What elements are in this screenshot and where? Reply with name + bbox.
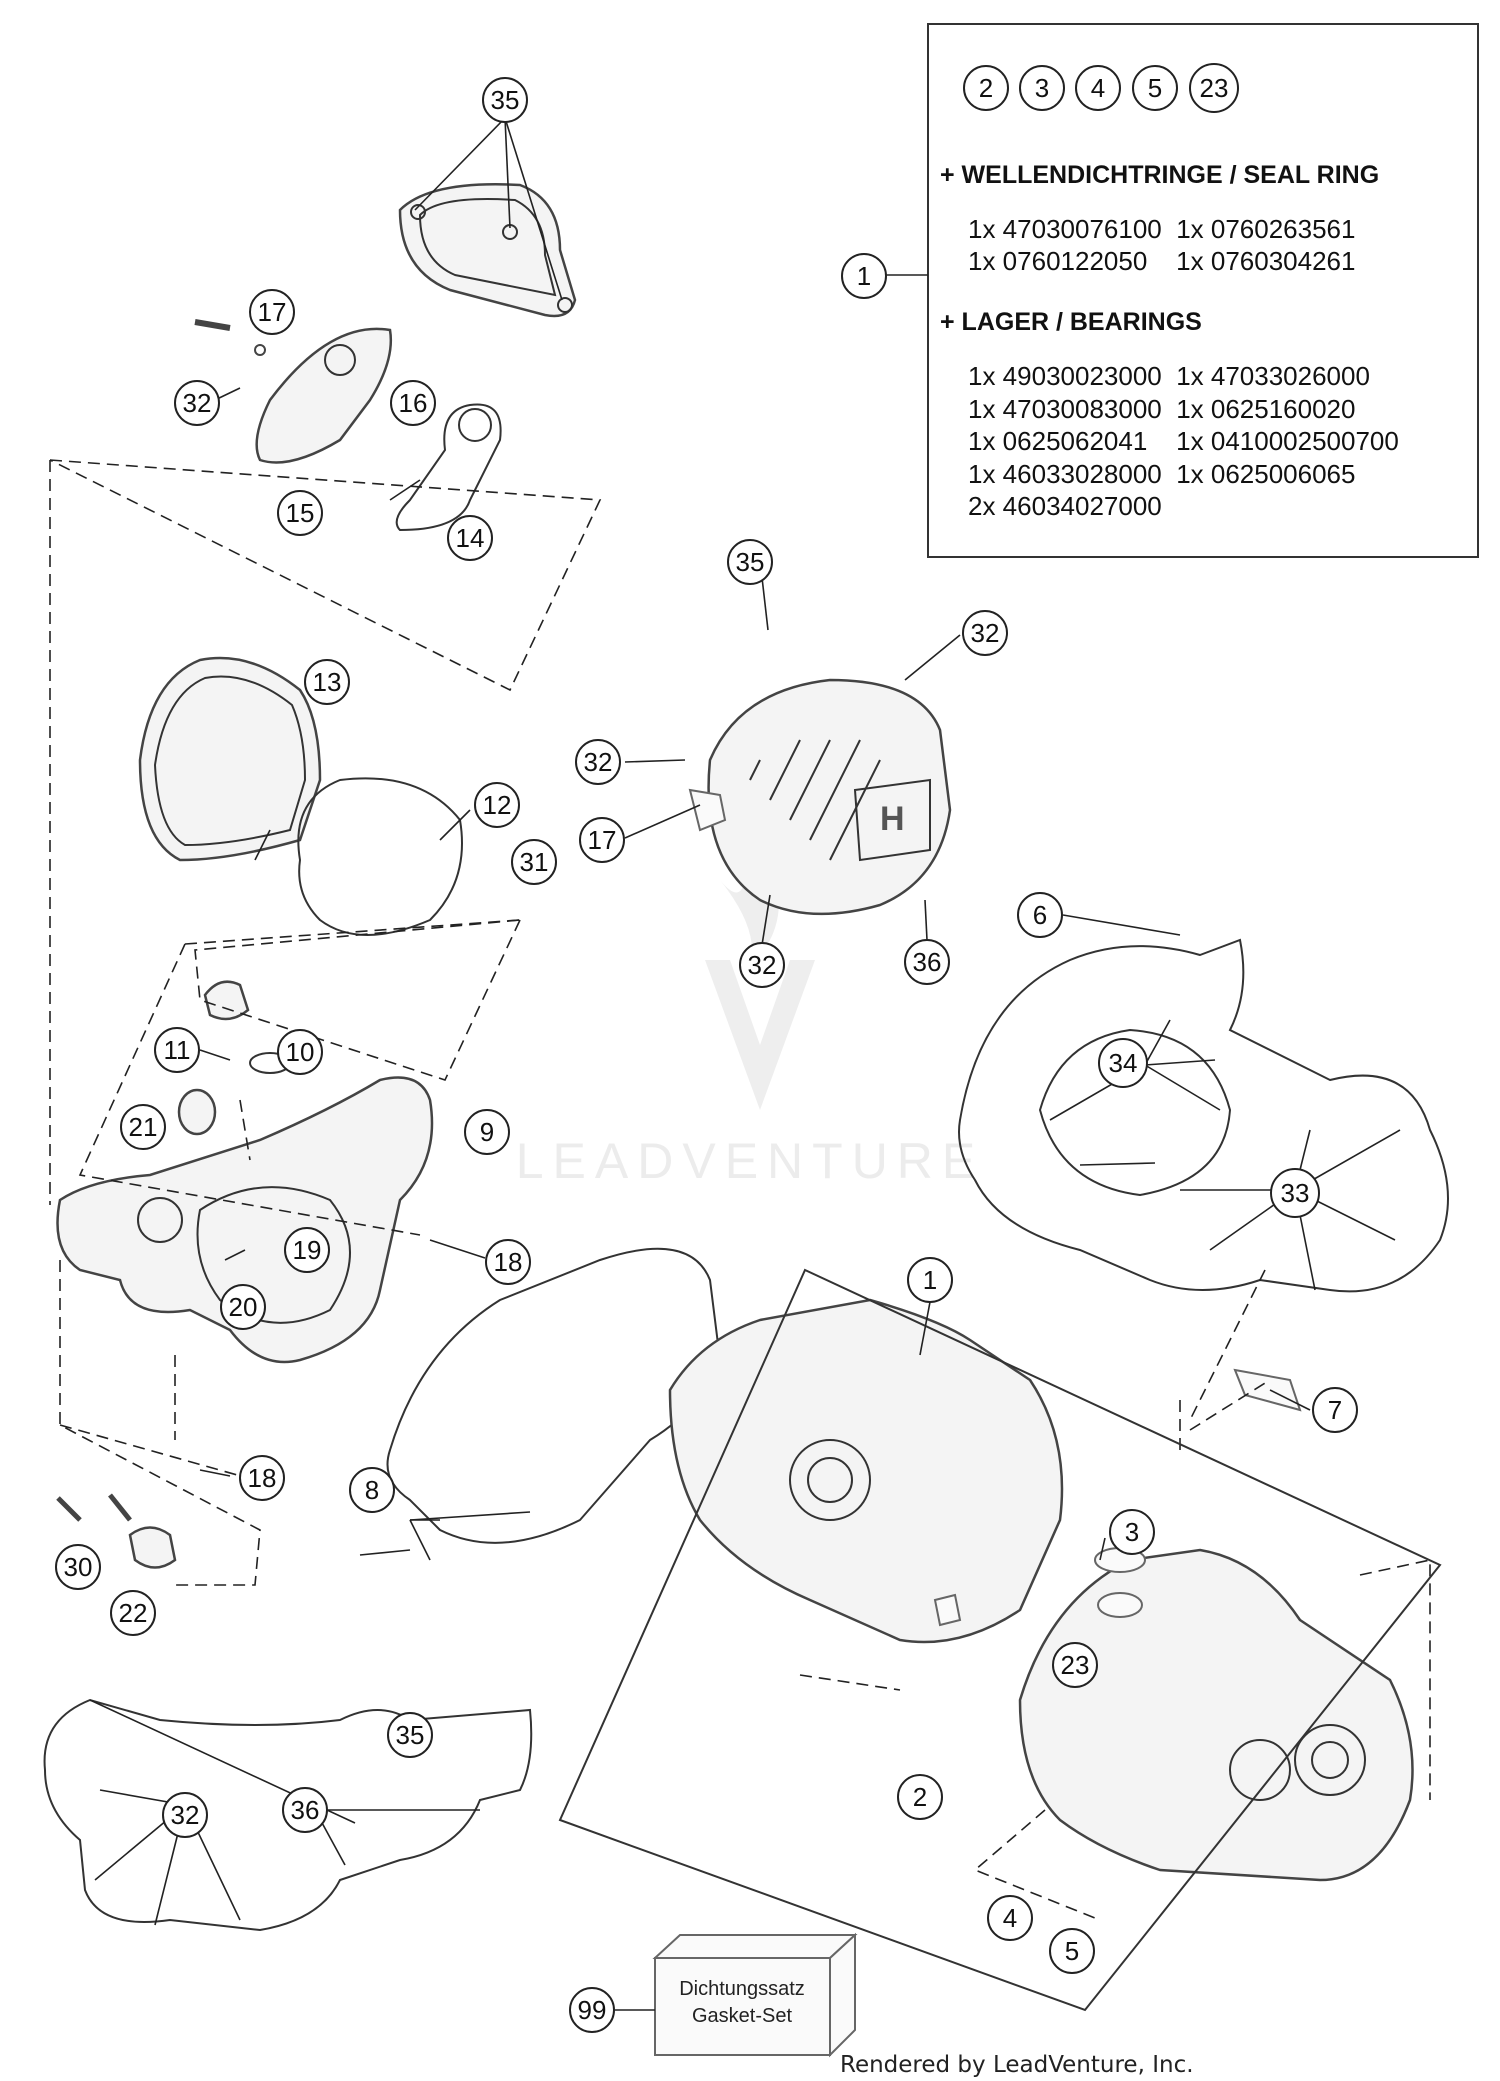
callout-36-lower: 36 [291,1795,320,1825]
callout-11: 11 [164,1035,191,1065]
base-gasket-part [958,938,1449,1293]
bearing-line-5: 2x 46034027000 [968,491,1162,521]
callout-31: 31 [520,847,549,877]
callout-35-center: 35 [736,547,765,577]
seal-ring-heading: + WELLENDICHTRINGE / SEAL RING [940,161,1379,189]
bearing-line-1: 1x 49030023000 1x 47033026000 [968,361,1370,391]
callout-5: 5 [1065,1936,1079,1966]
callout-17-center: 17 [588,825,617,855]
box-1-outline [558,1268,1442,2012]
watermark-text: LEADVENTURE [516,1133,985,1189]
gasket-set-box: Dichtungssatz Gasket-Set [652,1932,858,2058]
callout-20: 20 [229,1292,258,1322]
callout-33: 33 [1281,1178,1310,1208]
callout-6: 6 [1033,900,1047,930]
callout-1-case: 1 [923,1265,937,1295]
gasket-set-label-de: Dichtungssatz [679,1978,805,2000]
callout-13: 13 [313,667,342,697]
callout-17-left: 17 [258,297,287,327]
callout-8: 8 [365,1475,379,1505]
callout-3: 3 [1125,1517,1139,1547]
seal-line-1: 1x 47030076100 1x 0760263561 [968,214,1355,244]
dashed-group-lower-left [59,1260,261,1586]
crankcase-assembly-part [668,1298,1414,1882]
callout-12: 12 [483,790,512,820]
callout-99: 99 [578,1995,607,2025]
callout-18-upper: 18 [494,1247,523,1277]
pump-gasket-part [395,403,502,532]
kit-info-box: 2 3 4 5 23 + WELLENDICHTRINGE / SEAL RIN… [927,23,1479,558]
bearing-line-3: 1x 0625062041 1x 0410002500700 [968,426,1399,456]
pump-housing-part [194,319,392,464]
kit-callout-23: 23 [1200,73,1229,103]
crankcase-cover-left-part [56,1076,434,1364]
callout-35-lower: 35 [396,1720,425,1750]
kit-callout-3: 3 [1035,73,1049,103]
dashed-group-cover [194,919,521,1081]
callout-16: 16 [399,388,428,418]
shaft-seal-part [177,1088,217,1136]
clutch-cover-part [138,656,322,862]
callout-14: 14 [456,523,485,553]
callout-4: 4 [1003,1903,1017,1933]
footer-credit: Rendered by LeadVenture, Inc. [840,2052,1194,2078]
svg-text:H: H [880,800,905,838]
callout-9: 9 [480,1117,494,1147]
water-pump-cover-part [398,183,577,318]
callout-30: 30 [64,1552,93,1582]
bearings-heading: + LAGER / BEARINGS [940,308,1202,336]
callout-2: 2 [913,1782,927,1812]
oil-plug-part [203,980,291,1074]
watermark: LEADVENTURE [516,870,985,1189]
base-gasket-inner [1038,1028,1232,1197]
ignition-cover-part: H [688,678,952,916]
bearing-line-2: 1x 47030083000 1x 0625160020 [968,394,1355,424]
callout-19: 19 [293,1235,322,1265]
kit-callout-4: 4 [1091,73,1105,103]
callout-bubbles: 35 17 32 16 15 14 13 12 11 10 21 9 18 19… [55,77,1358,2033]
callout-35-top: 35 [491,85,520,115]
kit-callout-2: 2 [979,73,993,103]
dashed-group-left [49,459,602,1205]
callout-7: 7 [1328,1395,1342,1425]
callout-32-center: 32 [584,747,613,777]
callout-32-lower: 32 [171,1800,200,1830]
dashed-group-plug [78,919,521,1236]
callout-18-lower: 18 [248,1463,277,1493]
kit-callout-5: 5 [1148,73,1162,103]
cover-o-ring-part [297,777,463,936]
dashed-group-crankcase [799,1269,1431,1921]
callout-32-left: 32 [183,388,212,418]
callout-23: 23 [1061,1650,1090,1680]
callout-1-top: 1 [857,261,871,291]
gasket-set-label-en: Gasket-Set [692,2005,792,2027]
callout-36-center: 36 [913,947,942,977]
callout-22: 22 [119,1598,148,1628]
callout-34: 34 [1109,1048,1138,1078]
seal-line-2: 1x 0760122050 1x 0760304261 [968,246,1355,276]
callout-32-bottom: 32 [748,950,777,980]
callout-15: 15 [286,498,315,528]
kit-callout-row[interactable]: 2 3 4 5 23 [963,63,1239,113]
callout-10: 10 [286,1037,315,1067]
ignition-cover-gasket-part [43,1698,533,1932]
bearing-line-4: 1x 46033028000 1x 0625006065 [968,459,1355,489]
cover-bolts-part [56,1493,177,1569]
callout-21: 21 [129,1112,158,1142]
callout-32-right: 32 [971,618,1000,648]
